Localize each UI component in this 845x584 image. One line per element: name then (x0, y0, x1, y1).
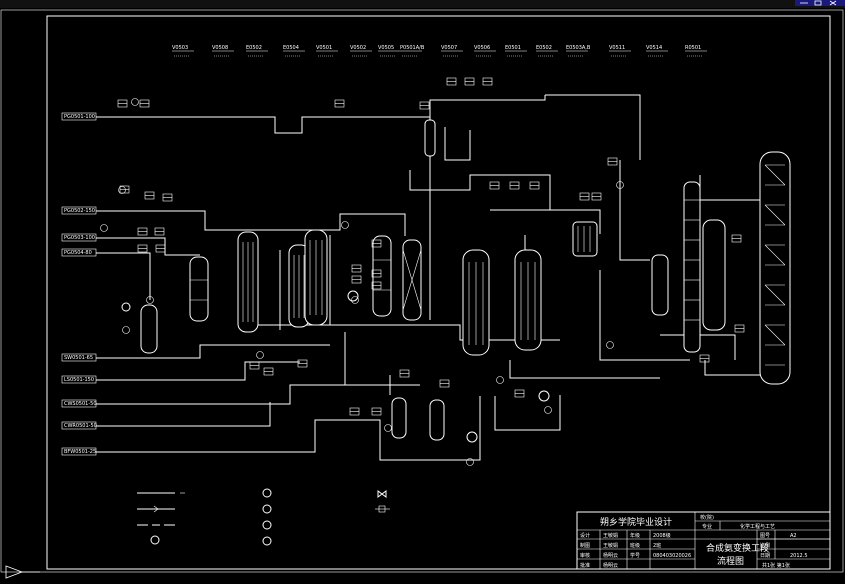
ucs-arrow-icon (5, 565, 24, 579)
window-controls[interactable] (795, 0, 845, 6)
sheet-count: 共1张 第1张 (762, 562, 790, 569)
inlet-stream-label: PG0503-100 (64, 235, 95, 241)
exchanger-e0503 (572, 221, 598, 257)
instrument-bubble (616, 181, 624, 189)
equipment-tag: E0504 (283, 45, 299, 51)
title-block-cell: 2班 (653, 542, 661, 549)
column-v0511 (683, 181, 701, 353)
instrument-bubble (131, 98, 139, 106)
instrument-bubble (341, 221, 349, 229)
outer-border (0, 9, 844, 573)
title-block-cell: 杨明云 (603, 552, 618, 559)
inlet-stream-label: PG0504-80 (64, 250, 92, 256)
inlet-stream-label: SW0501-65 (64, 355, 93, 361)
vessel-top (424, 119, 436, 157)
instrument-bubble (118, 186, 126, 194)
vessel-v0502 (372, 235, 392, 317)
inlet-stream-label: CWR0501-50 (64, 423, 97, 429)
title-block-cell: 制图 (580, 542, 590, 549)
inlet-stream-label: BFW0501-25 (64, 449, 96, 455)
title-block-cell: 审核 (580, 552, 590, 559)
title-block-cell: 080403020026 (653, 553, 691, 559)
drawing-title-line1: 合成氨变换工段 (706, 542, 769, 554)
equipment-tag: E0502 (536, 45, 552, 51)
equipment-tag: V0505 (378, 45, 394, 51)
instrument-bubble (544, 406, 552, 414)
equipment-tag-row: V0503 V0508 E0502 E0504 V0501 V0502 V0505 P0501… (172, 45, 707, 57)
equipment-tag: V0511 (609, 45, 625, 51)
instrument-bubble (466, 458, 474, 466)
vessel-v0503 (140, 304, 158, 354)
equipment-tag: V0501 (316, 45, 332, 51)
title-block-cell: 杨明云 (603, 562, 618, 569)
equipment-tag: R0501 (685, 45, 701, 51)
equipment-tag: E0503A,B (566, 45, 591, 51)
legend (137, 488, 390, 546)
instrument-bubble (256, 351, 264, 359)
title-top-left: 校(院) (700, 514, 714, 521)
instrument-bubble (100, 224, 108, 232)
instrument-bubble (146, 296, 154, 304)
equipment-tag: V0502 (350, 45, 366, 51)
title-block-cell: 王敏娟 (603, 532, 618, 539)
pump-p0503 (121, 302, 131, 312)
equipment-tag: V0514 (646, 45, 662, 51)
vessel-lower-2 (429, 399, 445, 441)
equipment-tag: V0507 (441, 45, 457, 51)
vessel-v0514 (702, 219, 726, 331)
title-block-cell: 年级 (630, 532, 640, 539)
equipment-tag: E0502 (246, 45, 262, 51)
title-major-value: 化学工程与工艺 (740, 523, 775, 530)
vessel-v0508 (189, 256, 209, 322)
title-block-key: 日期 (760, 553, 770, 559)
close-icon[interactable] (829, 0, 837, 6)
title-block-cell: 王敏娟 (603, 542, 618, 549)
inlet-stream-label: PG0501-100 (64, 114, 95, 120)
vessel-lower-1 (391, 397, 407, 439)
inlet-stream-labels: PG0501-100PG0502-150PG0503-100PG0504-80S… (61, 112, 97, 456)
title-block-key: 图号 (760, 533, 770, 539)
title-block-cell: 学号 (630, 552, 640, 559)
drawing-title-line2: 流程图 (717, 555, 744, 567)
pump-p0501b (466, 431, 478, 443)
title-block-cell: 设计 (580, 532, 590, 539)
instrument-bubble (351, 296, 359, 304)
inlet-stream-label: CWS0501-50 (64, 401, 97, 407)
inner-border (46, 15, 831, 570)
equipment-tag: V0503 (172, 45, 188, 51)
title-block-cell: 批准 (580, 562, 590, 569)
vessel-aux (651, 254, 669, 316)
title-block-value: 2012.5 (790, 553, 808, 559)
title-school: 朔乡学院毕业设计 (600, 516, 672, 528)
equipment-tag: V0506 (474, 45, 490, 51)
instrument-bubble (122, 326, 130, 334)
title-major-label: 专业 (702, 523, 712, 530)
title-block-cell: 班级 (630, 542, 640, 549)
title-block-value: A2 (790, 533, 797, 539)
instrument-bubble (606, 341, 614, 349)
instrument-bubble (384, 424, 392, 432)
instrument-tags (100, 77, 745, 466)
pump-p0501a (347, 290, 359, 302)
equipment-tag: V0508 (212, 45, 228, 51)
instrument-bubble (496, 376, 504, 384)
inlet-stream-label: LS0501-150 (64, 377, 94, 383)
equipment-tag: P0501A/B (400, 45, 425, 51)
equipment (121, 119, 791, 443)
maximize-icon[interactable] (814, 0, 822, 6)
equipment-tag: E0501 (505, 45, 521, 51)
inlet-stream-label: PG0502-150 (64, 208, 95, 214)
title-block-key: 比例 (760, 542, 770, 549)
title-block: 朔乡学院毕业设计 校(院) 专业 化学工程与工艺 合成氨变换工段 流程图 共1张… (576, 511, 831, 570)
reactor-r0501 (759, 151, 791, 385)
title-block-cell: 2008级 (653, 532, 671, 539)
window-top-bar (0, 0, 845, 8)
pump-p0502 (538, 390, 550, 402)
piping (96, 94, 770, 461)
